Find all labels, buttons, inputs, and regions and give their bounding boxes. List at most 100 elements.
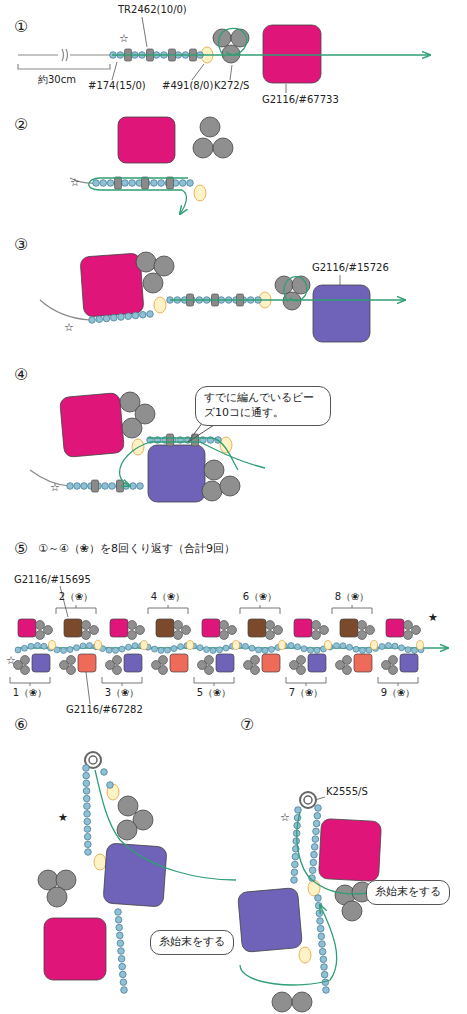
seed-bead (120, 979, 127, 986)
seed-bead (106, 647, 112, 653)
seed-bead (321, 964, 328, 971)
seed-bead (319, 948, 326, 955)
seed-bead (103, 315, 110, 322)
round-bead (82, 621, 91, 630)
oval-bead (325, 641, 332, 650)
oval-bead (49, 641, 56, 650)
bugle-bead (167, 177, 174, 189)
bracket (148, 605, 188, 614)
seed-bead (122, 180, 129, 187)
seed-bead (117, 932, 124, 939)
seed-bead (107, 180, 114, 187)
square-bead (294, 619, 312, 637)
repeat-number: 7（❀） (289, 687, 324, 699)
round-bead (404, 621, 413, 630)
seed-bead (318, 933, 325, 940)
part-label: G2116/#67282 (66, 704, 143, 716)
seed-bead (360, 647, 366, 653)
bracket (378, 677, 418, 686)
seed-bead (321, 971, 328, 978)
seed-bead (125, 313, 132, 320)
seed-bead (126, 644, 132, 650)
seed-bead (116, 924, 123, 931)
bugle-bead (167, 434, 174, 446)
oval-bead (417, 641, 424, 650)
round-bead (220, 631, 229, 640)
seed-bead (313, 820, 320, 827)
seed-bead (158, 647, 164, 653)
part-label: K272/S (214, 80, 249, 92)
step-number: ⑥ (14, 716, 28, 734)
round-bead (244, 661, 253, 670)
seed-bead (84, 811, 91, 818)
seed-bead (83, 765, 90, 772)
part-label: TR2462(10/0) (118, 4, 187, 16)
part-label: G2116/#15695 (14, 574, 91, 586)
bracket (332, 605, 372, 614)
round-bead (106, 661, 115, 670)
round-bead (36, 621, 45, 630)
seed-bead (243, 643, 249, 649)
seed-bead (291, 877, 298, 884)
bracket (102, 677, 142, 686)
seed-bead (412, 647, 418, 653)
round-bead (358, 621, 367, 630)
seed-bead (313, 828, 320, 835)
seed-bead (291, 869, 298, 876)
star-mark: ☆ (64, 322, 74, 335)
seed-bead (139, 311, 146, 318)
bugle-bead (142, 177, 149, 189)
seed-bead (101, 769, 108, 776)
seed-bead (210, 647, 216, 653)
callout-bubble: すでに編んでいるビーズ10コに通す。 (195, 386, 331, 426)
square-bead (78, 654, 96, 672)
round-bead (44, 626, 53, 635)
seed-bead (132, 312, 139, 319)
seed-bead (316, 910, 323, 917)
round-bead (312, 631, 321, 640)
seed-bead (223, 645, 229, 651)
round-bead (36, 631, 45, 640)
square-bead (386, 619, 404, 637)
square-bead (400, 654, 418, 672)
seed-bead (100, 180, 107, 187)
repeat-number: 8（❀） (335, 591, 370, 603)
seed-bead (309, 867, 316, 874)
round-bead (412, 626, 421, 635)
seed-bead (83, 780, 90, 787)
step-number: ④ (14, 366, 28, 384)
seed-bead (292, 861, 299, 868)
round-bead (266, 631, 275, 640)
repeat-number: 4（❀） (151, 591, 186, 603)
square-bead (354, 654, 372, 672)
seed-bead (84, 833, 91, 840)
seed-bead (137, 483, 144, 490)
seed-bead (187, 180, 194, 187)
node-text: すでに編んでいるビーズ10コに通す。 (204, 391, 322, 421)
round-bead (82, 631, 91, 640)
square-bead (308, 654, 326, 672)
round-bead (274, 626, 283, 635)
seed-bead (314, 812, 321, 819)
round-bead (290, 661, 299, 670)
step-number: ⑦ (240, 716, 254, 734)
round-bead (336, 661, 345, 670)
seed-bead (179, 180, 186, 187)
seed-bead (118, 948, 125, 955)
bugle-bead (92, 480, 99, 492)
seed-bead (61, 647, 67, 653)
oval-bead (141, 641, 148, 650)
repeat-number: 9（❀） (381, 687, 416, 699)
oval-bead (95, 641, 102, 650)
star-mark: ☆ (6, 655, 16, 668)
seed-bead (107, 782, 114, 789)
seed-bead (84, 826, 91, 833)
round-bead (182, 626, 191, 635)
seed-bead (165, 647, 171, 653)
seed-bead (334, 643, 340, 649)
seed-bead (119, 963, 126, 970)
seed-bead (129, 180, 136, 187)
repeat-number: 3（❀） (105, 687, 140, 699)
seed-bead (113, 647, 119, 653)
seed-bead (84, 803, 91, 810)
